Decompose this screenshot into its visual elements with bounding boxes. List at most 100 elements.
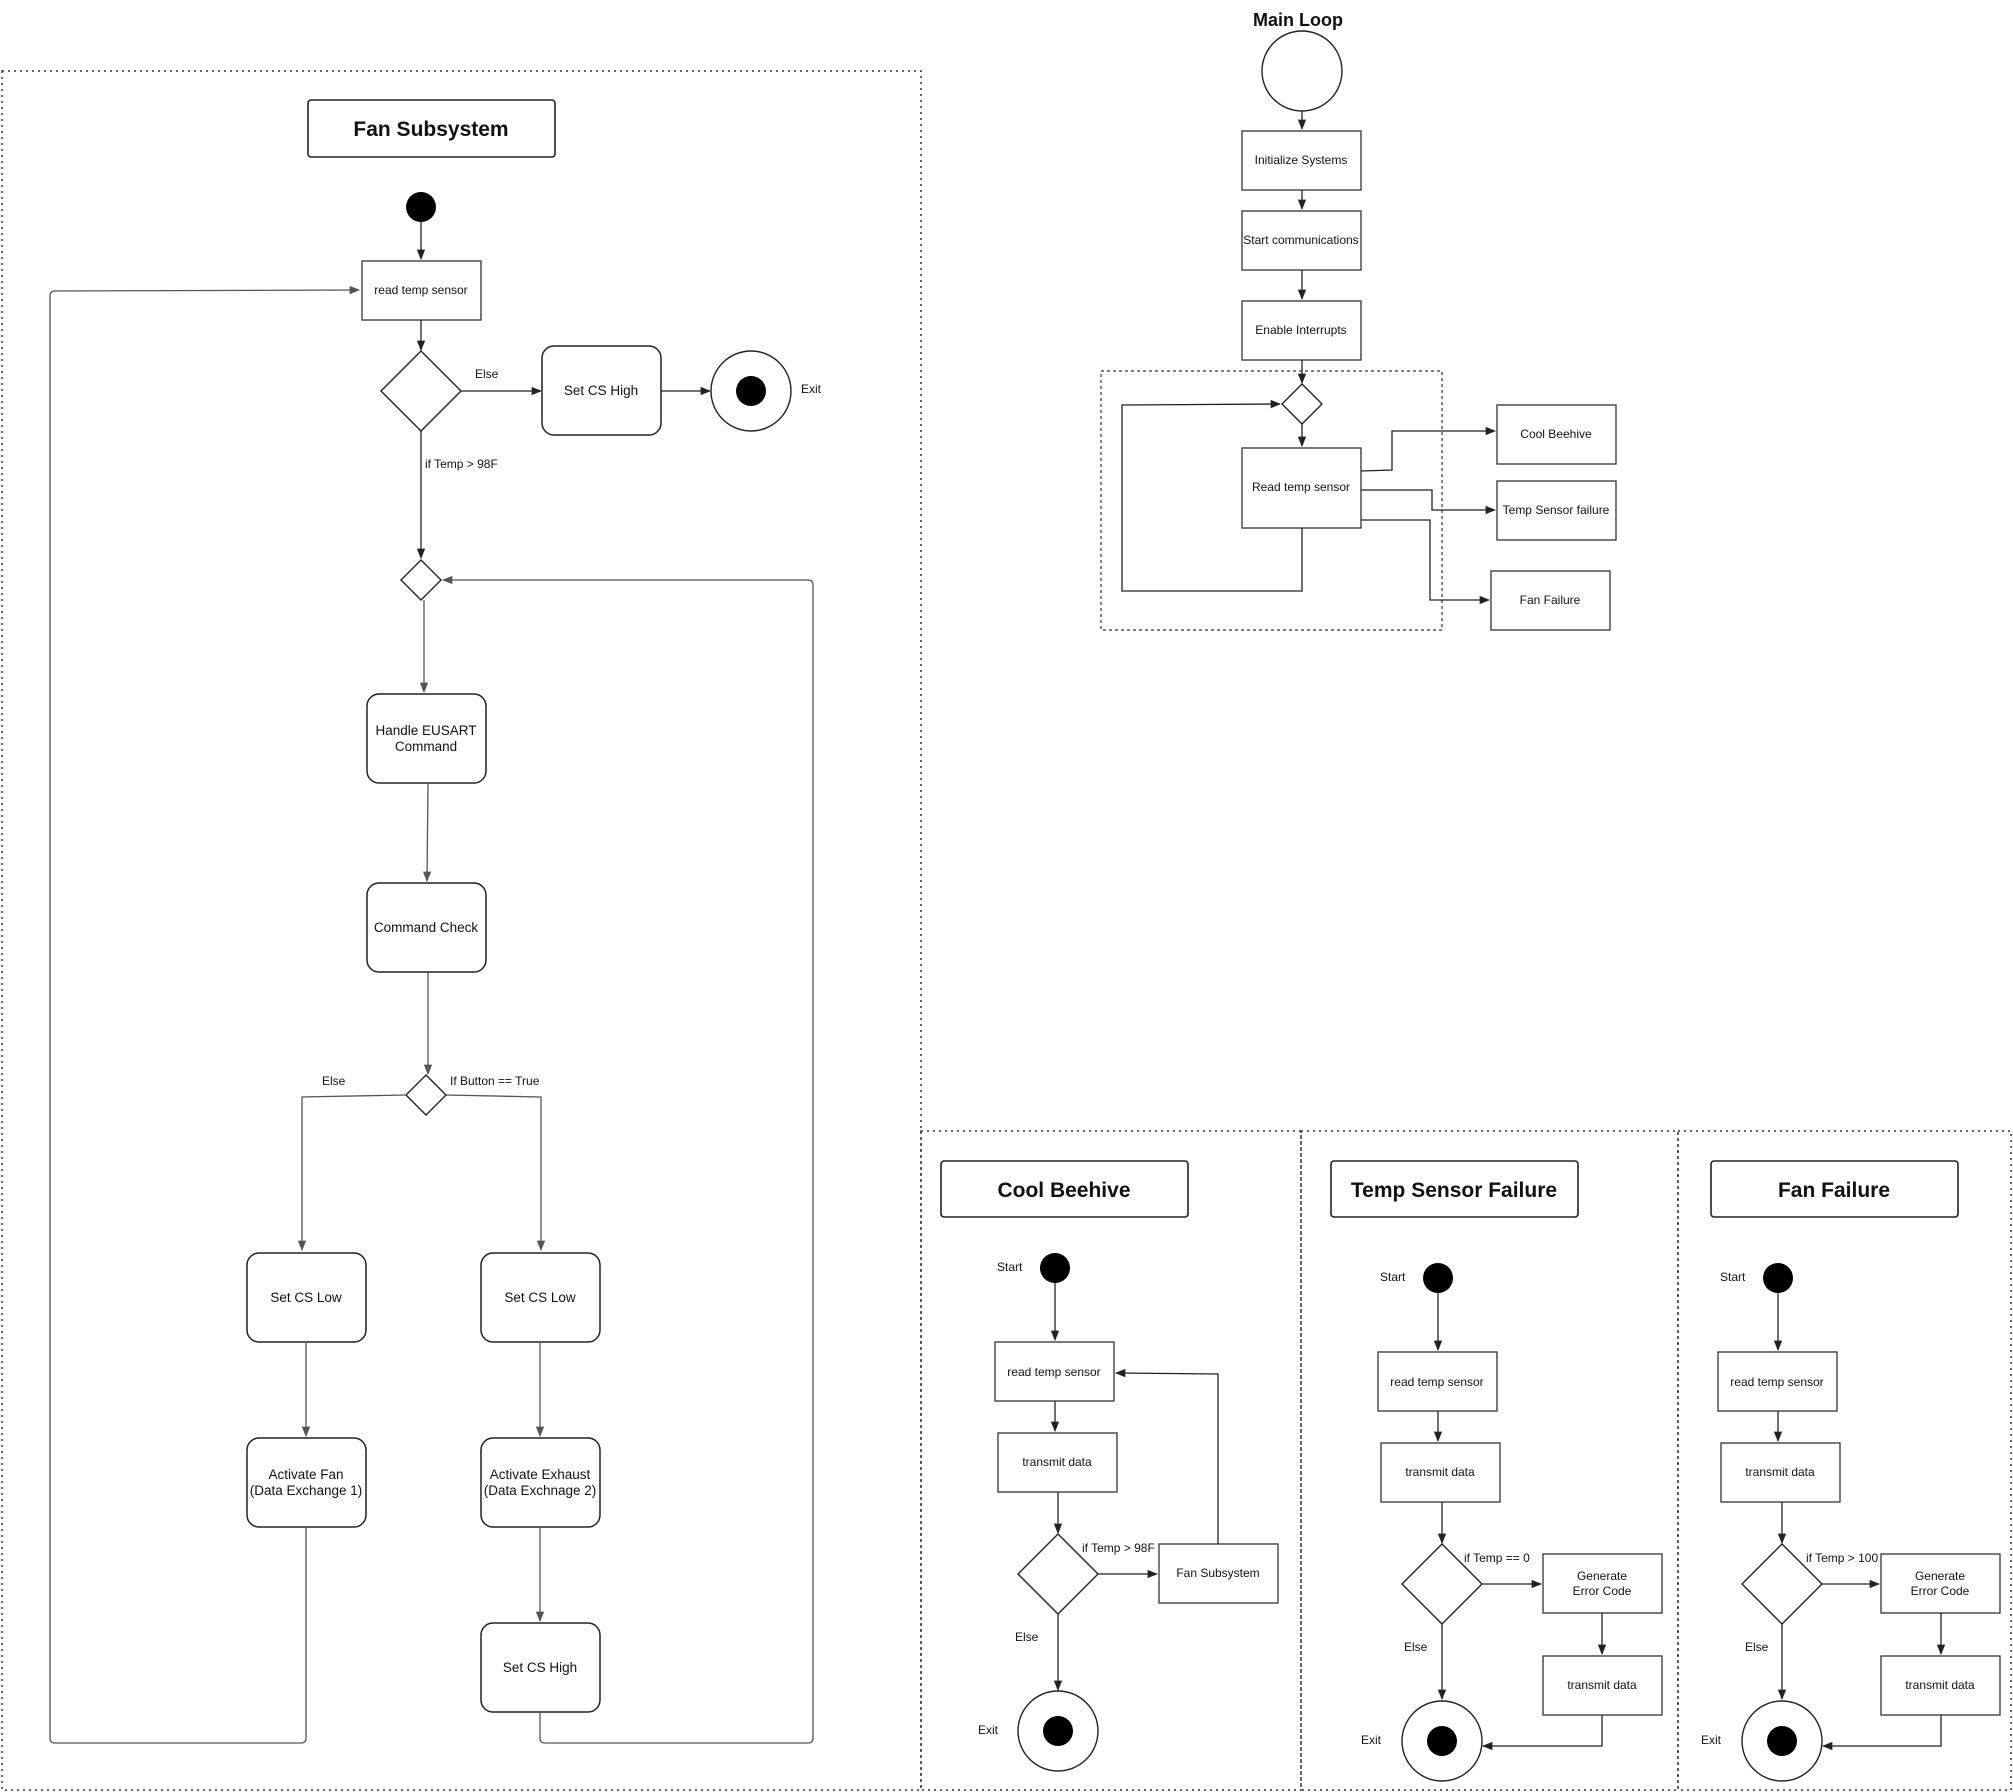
- start-node: [1763, 1263, 1793, 1293]
- temp-sensor-failure-label: Temp Sensor failure: [1503, 503, 1610, 517]
- fan-subsystem-frame: [1, 70, 922, 1791]
- handle-eusart-box: [366, 693, 487, 784]
- generate-error-code-box: [1542, 1553, 1663, 1614]
- set-cs-high-top-label: Set CS High: [564, 383, 638, 398]
- temp-decision-diamond: [380, 350, 462, 432]
- condition-label: if Temp > 100: [1806, 1551, 1878, 1565]
- exit-node-dot: [1427, 1726, 1457, 1756]
- enable-interrupts-label: Enable Interrupts: [1255, 323, 1346, 337]
- fan-failure-label: Fan Failure: [1520, 593, 1581, 607]
- temp-sensor-failure-diagram: Temp Sensor Failure Start read temp sens…: [1330, 1160, 1663, 1782]
- generate-error-code-line1: Generate: [1577, 1569, 1627, 1583]
- fan-subsystem-title-box: [307, 99, 556, 158]
- cool-beehive-box: [1496, 404, 1617, 465]
- fan-subsystem-label: Fan Subsystem: [1176, 1566, 1259, 1580]
- else-label-2: Else: [322, 1074, 346, 1088]
- transmit-data-2-label: transmit data: [1905, 1678, 1975, 1692]
- activate-fan-line2: (Data Exchange 1): [250, 1483, 363, 1498]
- start-label: Start: [997, 1260, 1023, 1274]
- command-check-label: Command Check: [374, 920, 479, 935]
- transmit-data-2-box: [1542, 1655, 1663, 1716]
- fan-subsystem-title: Fan Subsystem: [353, 118, 508, 141]
- transmit-data-2-label: transmit data: [1567, 1678, 1637, 1692]
- temp-sensor-failure-box: [1496, 480, 1617, 541]
- merge-diamond: [400, 559, 442, 601]
- exit-label: Exit: [801, 382, 822, 396]
- read-temp-sensor-box: [361, 260, 482, 321]
- transmit-data-label: transmit data: [1022, 1455, 1092, 1469]
- read-temp-sensor-box: [1717, 1351, 1838, 1412]
- read-temp-sensor-main-label: Read temp sensor: [1252, 480, 1350, 494]
- fan-failure-title-box: [1710, 1160, 1959, 1218]
- generate-error-code-line1: Generate: [1915, 1569, 1965, 1583]
- temp-sensor-failure-frame: [1300, 1130, 1679, 1791]
- condition-label: if Temp > 98F: [1082, 1541, 1155, 1555]
- transmit-data-box: [997, 1432, 1118, 1493]
- read-temp-sensor-label: read temp sensor: [1390, 1375, 1483, 1389]
- exit-label: Exit: [978, 1723, 999, 1737]
- read-temp-sensor-label: read temp sensor: [1730, 1375, 1823, 1389]
- generate-error-code-box: [1880, 1553, 2001, 1614]
- read-temp-sensor-label: read temp sensor: [1007, 1365, 1100, 1379]
- set-cs-high-bottom-label: Set CS High: [503, 1660, 577, 1675]
- fan-failure-title: Fan Failure: [1778, 1179, 1890, 1202]
- start-communications-label: Start communications: [1243, 233, 1358, 247]
- handle-eusart-line2: Command: [395, 739, 457, 754]
- transmit-data-label: transmit data: [1745, 1465, 1815, 1479]
- transmit-data-box: [1380, 1442, 1501, 1503]
- start-communications-box: [1241, 210, 1362, 271]
- exit-label: Exit: [1701, 1733, 1722, 1747]
- enable-interrupts-box: [1241, 300, 1362, 361]
- read-temp-sensor-box: [994, 1341, 1115, 1402]
- start-node: [1040, 1253, 1070, 1283]
- condition-label: if Temp == 0: [1464, 1551, 1530, 1565]
- exit-node-dot: [1043, 1716, 1073, 1746]
- loop-diamond: [1281, 383, 1323, 425]
- else-label: Else: [1404, 1640, 1428, 1654]
- start-node: [1423, 1263, 1453, 1293]
- transmit-data-label: transmit data: [1405, 1465, 1475, 1479]
- cool-beehive-title-box: [940, 1160, 1189, 1218]
- else-label: Else: [1745, 1640, 1769, 1654]
- button-condition-label: If Button == True: [450, 1074, 540, 1088]
- loop-frame: [1100, 370, 1443, 631]
- cool-beehive-title: Cool Beehive: [997, 1179, 1130, 1202]
- read-temp-sensor-label: read temp sensor: [374, 283, 467, 297]
- main-loop-title: Main Loop: [1253, 10, 1343, 30]
- temp-condition-label: if Temp > 98F: [425, 457, 498, 471]
- start-node: [406, 192, 436, 222]
- activate-exhaust-line2: (Data Exchnage 2): [484, 1483, 597, 1498]
- button-decision-diamond: [405, 1074, 447, 1116]
- generate-error-code-line2: Error Code: [1573, 1584, 1632, 1598]
- transmit-data-box: [1720, 1442, 1841, 1503]
- fan-subsystem-diagram: Fan Subsystem read temp sensor Else Set …: [49, 99, 822, 1744]
- temp-sensor-failure-title-box: [1330, 1160, 1579, 1218]
- fan-subsystem-box: [1158, 1543, 1279, 1604]
- fan-failure-frame: [1677, 1130, 2012, 1791]
- initialize-systems-box: [1241, 130, 1362, 191]
- generate-error-code-line2: Error Code: [1911, 1584, 1970, 1598]
- cool-beehive-label: Cool Beehive: [1520, 427, 1592, 441]
- read-temp-sensor-box: [1377, 1351, 1498, 1412]
- fan-failure-box: [1490, 570, 1611, 631]
- temp-sensor-failure-title: Temp Sensor Failure: [1351, 1179, 1557, 1202]
- main-loop-start-node: [1261, 30, 1343, 112]
- command-check-box: [366, 882, 487, 973]
- set-cs-low-left-label: Set CS Low: [270, 1290, 342, 1305]
- else-label: Else: [1015, 1630, 1039, 1644]
- exit-label: Exit: [1361, 1733, 1382, 1747]
- cool-beehive-diagram: Cool Beehive Start read temp sensor tran…: [940, 1160, 1279, 1772]
- activate-fan-line1: Activate Fan: [268, 1467, 343, 1482]
- start-label: Start: [1380, 1270, 1406, 1284]
- fan-failure-diagram: Fan Failure Start read temp sensor trans…: [1701, 1160, 2001, 1782]
- exit-node-dot: [1767, 1726, 1797, 1756]
- activate-exhaust-line1: Activate Exhaust: [490, 1467, 591, 1482]
- read-temp-sensor-main-box: [1241, 447, 1362, 529]
- start-label: Start: [1720, 1270, 1746, 1284]
- cool-beehive-frame: [920, 1130, 1302, 1791]
- handle-eusart-line1: Handle EUSART: [375, 723, 476, 738]
- initialize-systems-label: Initialize Systems: [1255, 153, 1348, 167]
- main-loop-diagram: Main Loop Initialize Systems Start commu…: [1100, 10, 1617, 631]
- set-cs-low-right-label: Set CS Low: [504, 1290, 576, 1305]
